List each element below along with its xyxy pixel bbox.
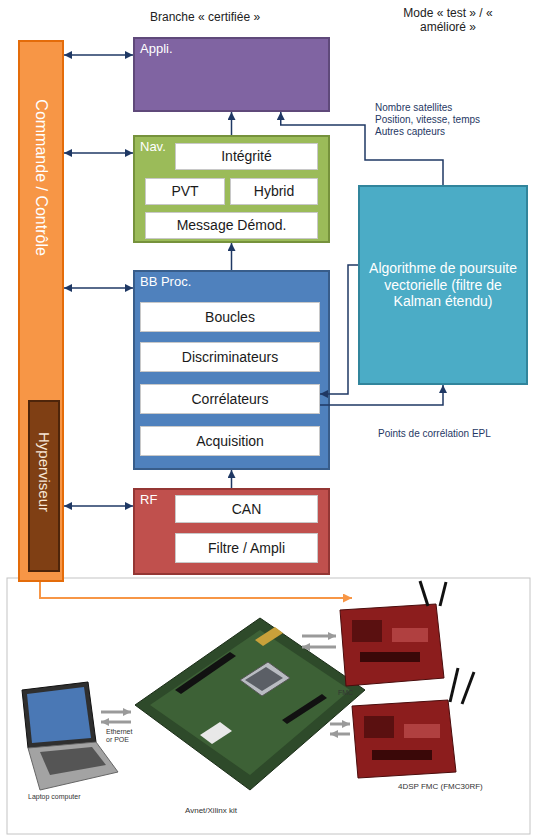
function-box: Intégrité bbox=[175, 143, 318, 170]
box-label: CAN bbox=[232, 501, 262, 518]
box-heading: RF bbox=[135, 490, 328, 510]
board-connector bbox=[282, 694, 327, 724]
column-heading: Branche « certifiée » bbox=[150, 10, 260, 24]
laptop-screen bbox=[22, 682, 96, 748]
box-label: Acquisition bbox=[196, 433, 264, 450]
box-label: Hybrid bbox=[254, 183, 294, 200]
link-label: Ethernet or POE bbox=[106, 728, 140, 745]
layer-box: BB Proc. BouclesDiscriminateursCorrélateu… bbox=[133, 270, 330, 470]
laptop-picture bbox=[22, 682, 118, 790]
laptop-display bbox=[27, 687, 91, 743]
box-label: Message Démod. bbox=[177, 217, 287, 234]
box-heading: Appli. bbox=[135, 39, 328, 59]
link-label: FMC bbox=[338, 689, 353, 697]
edge-label: Nombre satellites Position, vitesse, tem… bbox=[375, 102, 490, 138]
fpga-board-picture bbox=[135, 618, 365, 790]
device-label: Avnet/Xilinx kit bbox=[185, 806, 237, 816]
box-label: Filtre / Ampli bbox=[208, 540, 285, 557]
rf-component bbox=[404, 724, 440, 738]
board-component bbox=[255, 627, 283, 646]
function-box: CAN bbox=[175, 495, 318, 523]
column-heading: Mode « test » / « amélioré » bbox=[398, 6, 498, 35]
algorithm-box: Algorithme de poursuite vectorielle (fil… bbox=[358, 185, 528, 385]
rf-component bbox=[392, 628, 428, 642]
edge-label: Points de corrélation EPL bbox=[378, 428, 491, 440]
connector bbox=[64, 505, 133, 507]
function-box: Acquisition bbox=[140, 426, 320, 456]
device-label: Laptop computer bbox=[28, 793, 81, 801]
fpga-die bbox=[245, 667, 283, 691]
function-box: Discriminateurs bbox=[140, 342, 320, 372]
rf-shield bbox=[364, 716, 394, 738]
box-label: Boucles bbox=[205, 309, 255, 326]
box-label: Corrélateurs bbox=[191, 391, 268, 408]
link-arrow bbox=[302, 635, 336, 638]
laptop-base bbox=[28, 742, 118, 790]
function-box: Corrélateurs bbox=[140, 384, 320, 414]
link-arrow bbox=[330, 733, 350, 736]
function-box: PVT bbox=[145, 178, 225, 205]
illustration-frame bbox=[7, 578, 530, 834]
link-arrow bbox=[330, 723, 350, 726]
layer-box: RFCAN Filtre / Ampli bbox=[133, 488, 330, 575]
layer-box: Appli. bbox=[133, 37, 330, 112]
connector bbox=[231, 470, 233, 488]
box-label: Algorithme de poursuite vectorielle (fil… bbox=[366, 260, 520, 310]
function-box: Filtre / Ampli bbox=[175, 533, 318, 563]
board-pcb bbox=[135, 618, 365, 790]
supervisor-leader bbox=[40, 582, 352, 598]
connector bbox=[320, 265, 358, 394]
box-label: Hyperviseur bbox=[35, 432, 53, 512]
function-box: Hybrid bbox=[230, 178, 318, 205]
link-arrow bbox=[101, 721, 131, 724]
function-box: Boucles bbox=[140, 302, 320, 332]
rf-connector bbox=[360, 652, 420, 662]
box-label: Discriminateurs bbox=[182, 349, 278, 366]
rf-board bbox=[352, 700, 456, 778]
board-sticker bbox=[200, 722, 232, 744]
hypervisor-box: Hyperviseur bbox=[28, 400, 60, 572]
rf-shield bbox=[352, 620, 382, 642]
board-surface bbox=[150, 630, 350, 775]
box-label: Commande / Contrôle bbox=[31, 99, 50, 256]
device-label: 4DSP FMC (FMC30RF) bbox=[398, 782, 483, 792]
function-box: Message Démod. bbox=[145, 212, 318, 239]
box-heading: BB Proc. bbox=[135, 272, 328, 292]
laptop-keyboard bbox=[40, 747, 106, 775]
rf-board-picture bbox=[340, 581, 474, 778]
antenna bbox=[450, 668, 458, 702]
ethernet-arrows bbox=[101, 712, 131, 722]
connector bbox=[320, 385, 443, 405]
link-arrow bbox=[101, 711, 131, 714]
link-arrow bbox=[302, 646, 336, 649]
connector bbox=[231, 112, 233, 135]
connector bbox=[64, 54, 133, 56]
box-label: Intégrité bbox=[221, 148, 272, 165]
antenna bbox=[440, 582, 446, 606]
rf-connector bbox=[372, 750, 432, 760]
rf-board bbox=[340, 604, 444, 686]
fpga-chip bbox=[240, 662, 290, 696]
layer-box: Nav.IntégritéPVTHybridMessage Démod. bbox=[133, 135, 330, 243]
connector bbox=[231, 243, 233, 270]
connector bbox=[64, 152, 133, 154]
board-connector bbox=[175, 652, 236, 694]
box-label: PVT bbox=[171, 183, 198, 200]
control-bar: Commande / ContrôleHyperviseur bbox=[18, 40, 64, 582]
connector bbox=[64, 287, 133, 289]
antenna bbox=[462, 672, 474, 704]
antenna bbox=[420, 581, 428, 606]
